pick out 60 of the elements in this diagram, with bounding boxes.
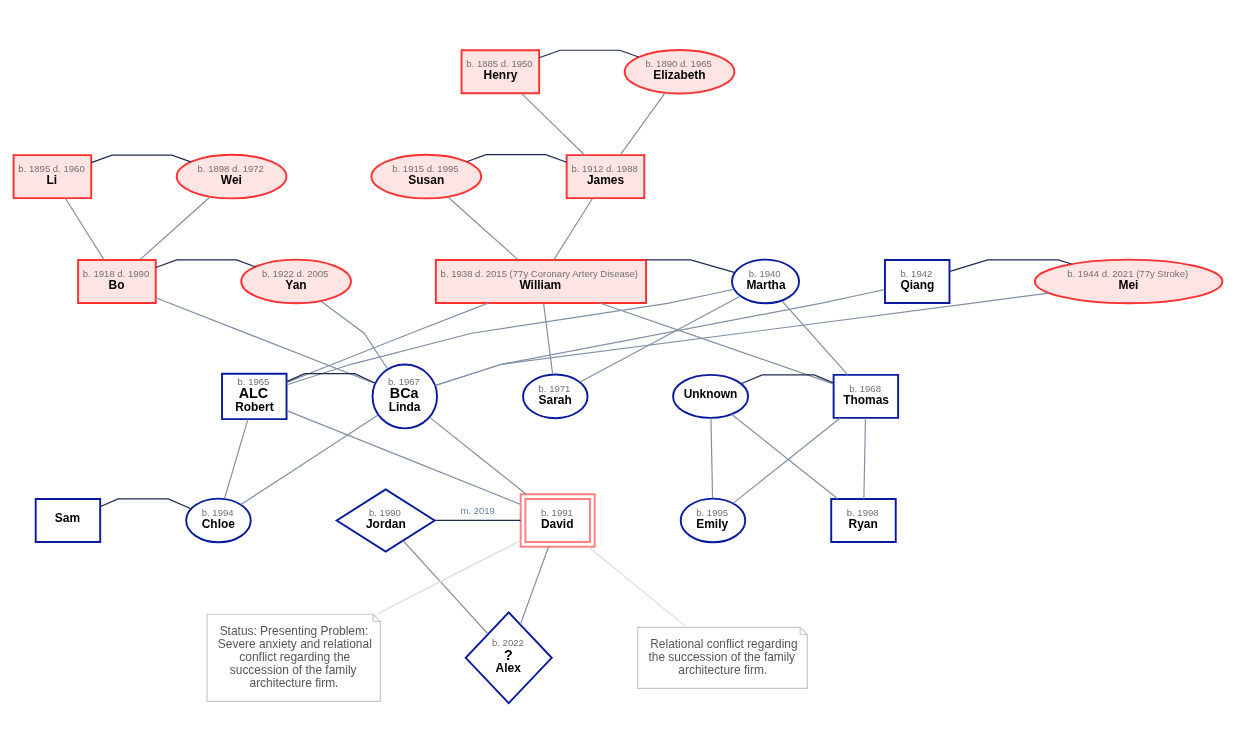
node-box: b. 1998 Ryan [830, 498, 897, 543]
connector [99, 498, 192, 510]
connector [429, 416, 527, 495]
connector [402, 540, 489, 635]
node-ellipse: b. 1922 d. 2005 Yan [240, 258, 352, 305]
node-diamond: b. 1990 Jordan [334, 488, 437, 553]
connector [286, 288, 735, 386]
connector [320, 300, 389, 370]
connector [376, 540, 521, 615]
node-ellipse: b. 1995 Emily [679, 497, 747, 544]
node-ellipse: b. 1971 Sarah [522, 373, 589, 420]
connector [579, 295, 741, 383]
node-box: b. 1991 David [519, 493, 596, 548]
connector [64, 197, 105, 261]
node-ellipse: b. 1915 d. 1995 Susan [370, 153, 483, 200]
node-box: b. 1885 d. 1950 Henry [460, 49, 541, 95]
connector [740, 374, 834, 385]
connector [781, 300, 849, 376]
connector [710, 417, 714, 499]
connector [434, 292, 1050, 386]
connector [543, 302, 554, 375]
connector [434, 519, 521, 522]
node-ellipse: b. 1994 Chloe [185, 497, 252, 544]
node-box: b. 1942 Qiang [884, 258, 951, 304]
node-ellipse: b. 1898 d. 1972 Wei [175, 153, 288, 200]
connector [645, 259, 735, 274]
connector [553, 197, 593, 261]
connector [286, 302, 489, 383]
node-box: b. 1918 d. 1990 Bo [77, 258, 157, 304]
node-circle: b. 1967 BCa Linda [371, 363, 438, 430]
node-ellipse: b. 1940 Martha [731, 258, 800, 305]
connector [286, 410, 521, 505]
connector [286, 373, 376, 384]
node-box: b. 1912 d. 1988 James [565, 154, 646, 200]
connector [447, 196, 519, 261]
node-ellipse: Unknown [672, 373, 750, 419]
connector [90, 154, 192, 164]
connector [599, 302, 834, 385]
node-box: b. 1938 d. 2015 (77y Coronary Artery Disease) William [434, 258, 648, 304]
connector [240, 414, 379, 506]
connector [155, 297, 376, 385]
node-box: b. 1968 Thomas [832, 373, 900, 419]
connector [519, 546, 550, 625]
connector [466, 154, 568, 163]
connector [588, 546, 688, 628]
connector [538, 49, 640, 59]
connector [521, 93, 586, 156]
connector [155, 259, 256, 269]
node-ellipse: b. 1944 d. 2021 (77y Stroke) Mei [1033, 258, 1224, 305]
node-box: b. 1895 d. 1960 Li [12, 154, 93, 200]
connector [619, 92, 666, 156]
node-box: Sam [34, 498, 102, 543]
connector [223, 418, 249, 500]
node-box: b. 1965 ALC Robert [221, 372, 288, 421]
connector [139, 196, 211, 261]
node-diamond: b. 2022 ? Alex [464, 611, 554, 705]
edge-label: m. 2019 [460, 504, 495, 516]
node-ellipse: b. 1890 d. 1965 Elizabeth [623, 48, 736, 95]
connector [948, 259, 1073, 273]
connector [863, 417, 867, 500]
